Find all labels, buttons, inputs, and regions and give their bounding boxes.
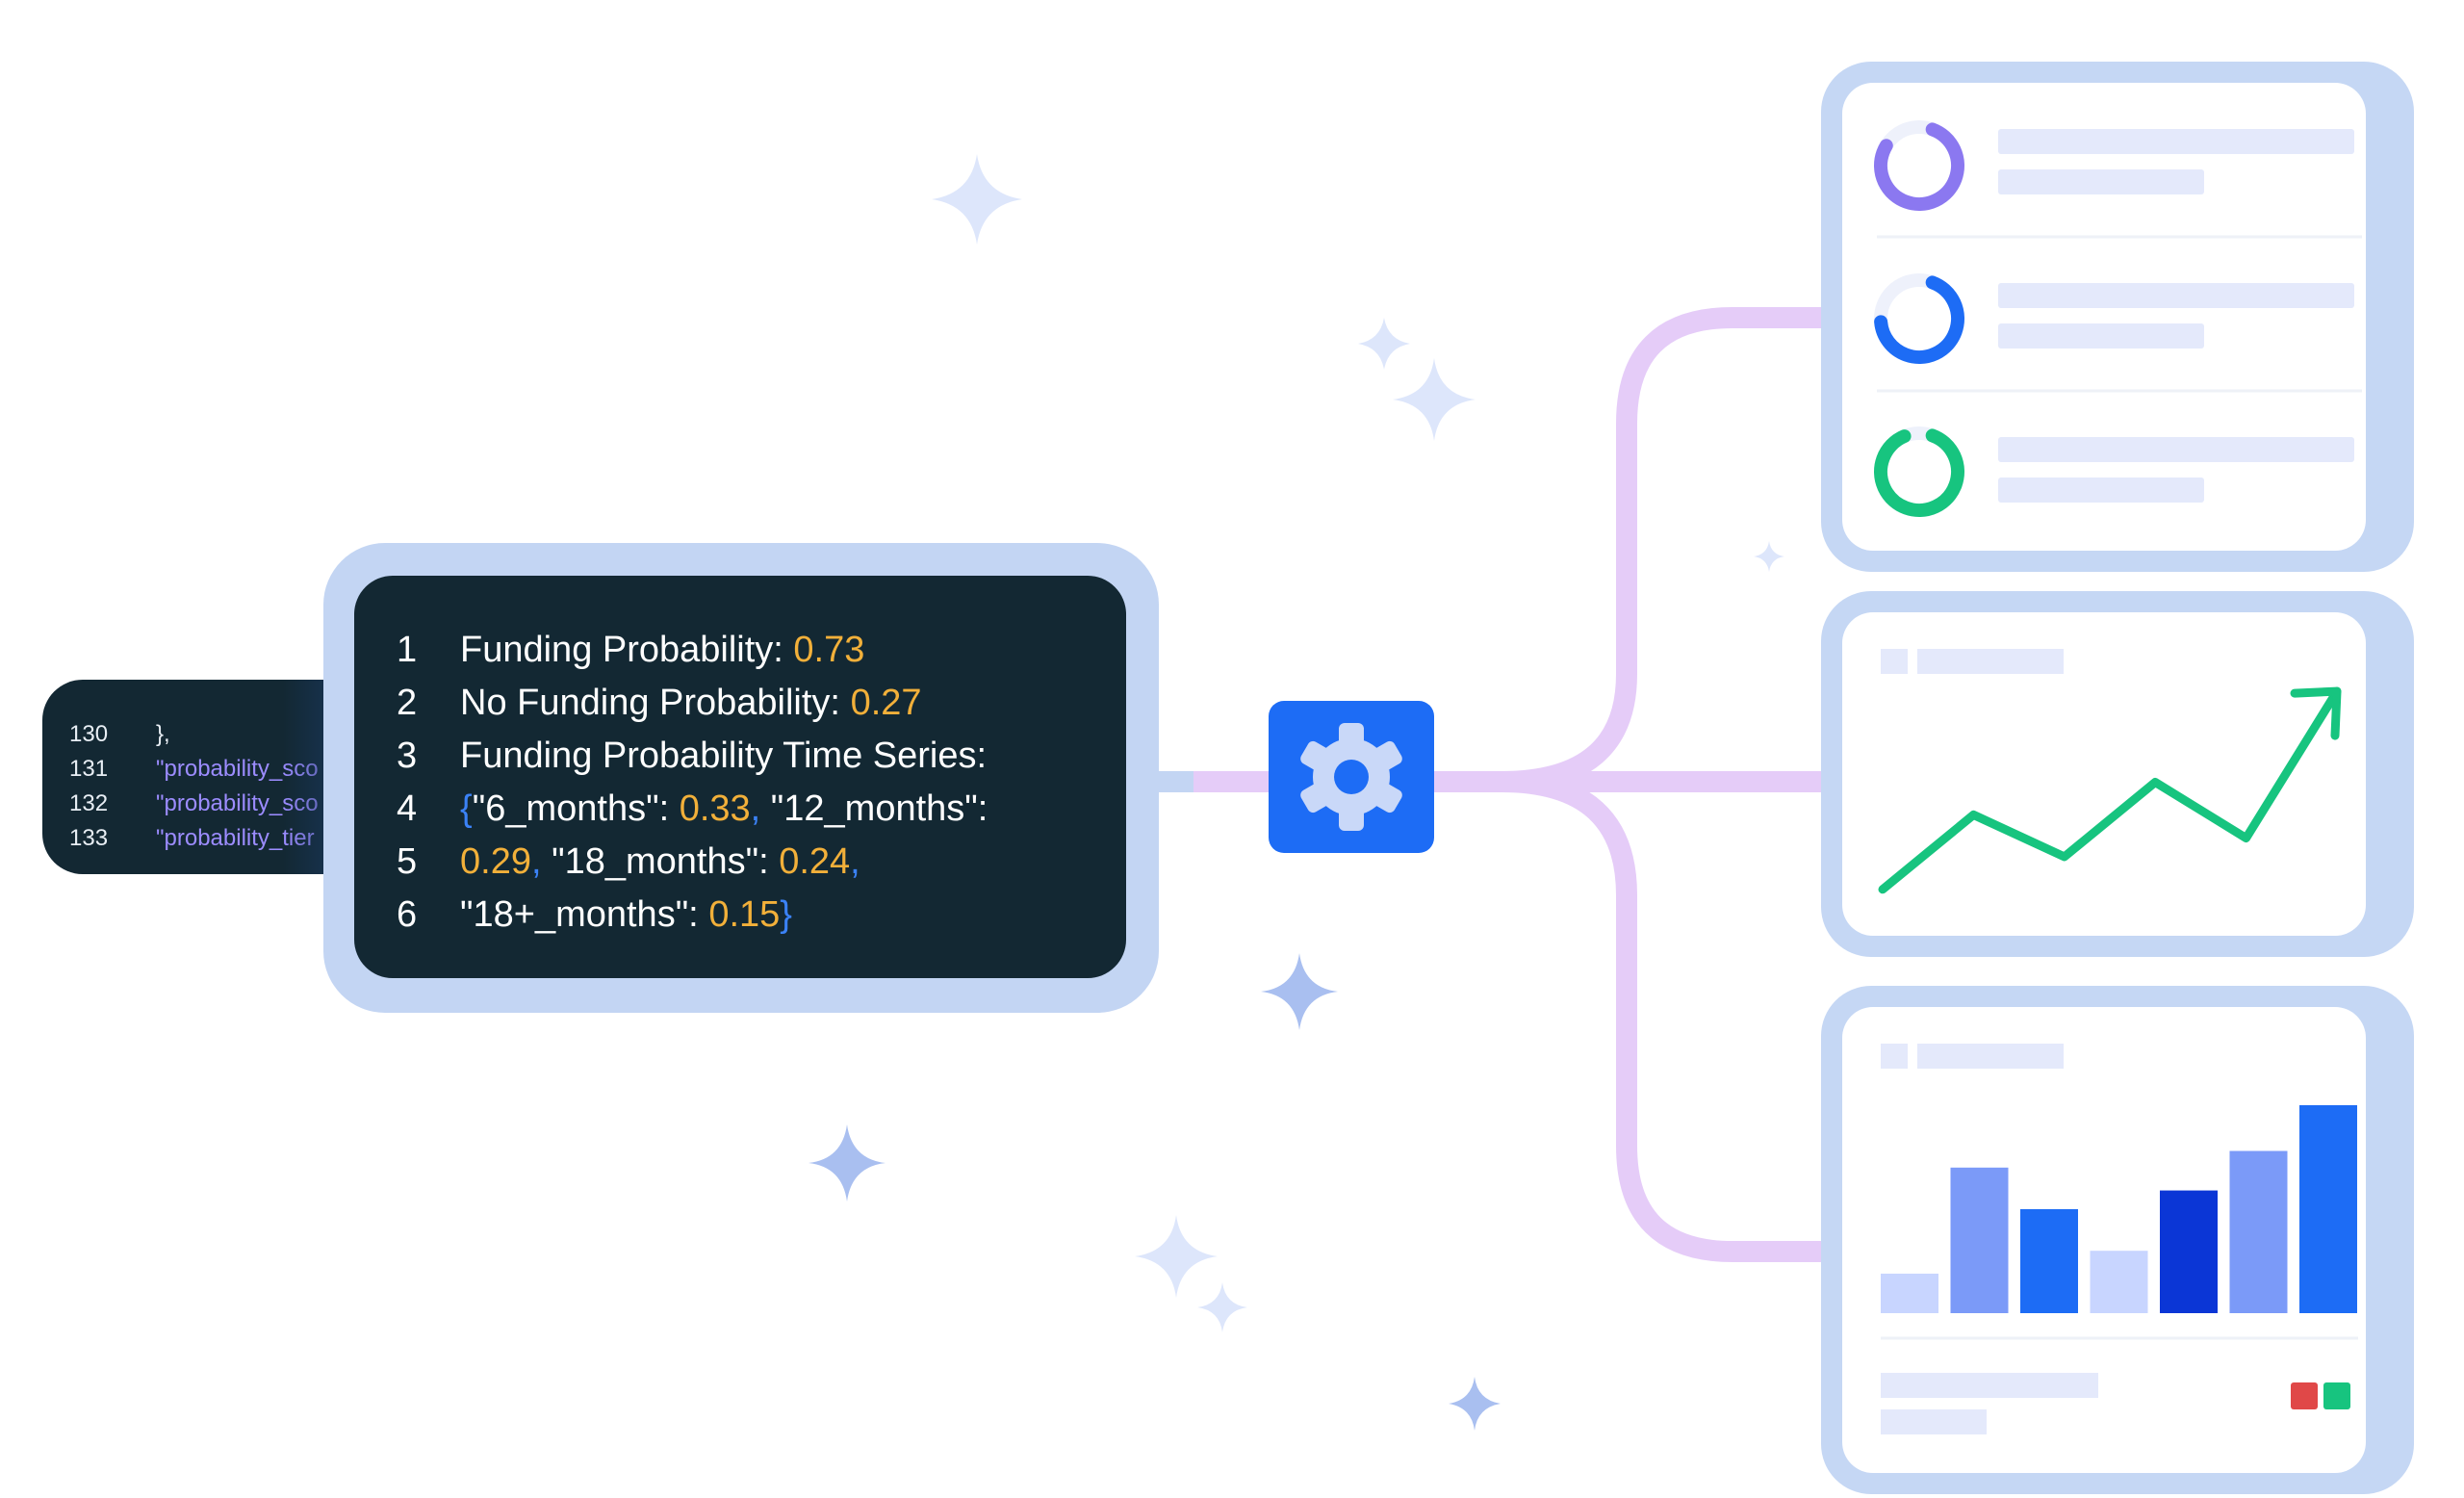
placeholder-bar xyxy=(1998,478,2204,503)
code-value: 0.15 xyxy=(708,894,781,935)
legend-swatch xyxy=(2323,1382,2350,1409)
bar xyxy=(2160,1190,2218,1313)
bar xyxy=(2090,1251,2148,1313)
code-text: }, xyxy=(156,721,170,747)
code-line-5: 5 0.29, "18_months": 0.24, xyxy=(397,836,860,889)
code-value: 0.73 xyxy=(793,630,865,670)
sparkle-icon xyxy=(1261,953,1338,1030)
code-value: 0.24 xyxy=(779,841,851,882)
code-value: 0.33 xyxy=(679,788,751,829)
line-chart xyxy=(1878,649,2342,894)
line-number: 3 xyxy=(397,736,418,776)
code-brace: { xyxy=(460,788,473,829)
line-number: 131 xyxy=(69,756,109,782)
code-comma: , xyxy=(530,841,542,882)
line-number: 6 xyxy=(397,894,418,935)
bar xyxy=(1881,1273,1938,1313)
connector-to-bars xyxy=(1491,771,1868,1262)
sparkle-icon xyxy=(1135,1215,1218,1298)
sparkle-icon xyxy=(932,154,1022,245)
code-key: "6_months": xyxy=(472,788,680,829)
sparkle-icon xyxy=(1358,318,1410,370)
placeholder-bar xyxy=(1917,649,2064,674)
code-line-2: 2 No Funding Probability: 0.27 xyxy=(397,677,922,730)
line-number: 133 xyxy=(69,825,109,851)
code-line-6: 6 "18+_months": 0.15} xyxy=(397,889,792,942)
code-brace: } xyxy=(780,894,792,935)
sparkle-icon xyxy=(1754,541,1784,572)
panel-line-chart xyxy=(1842,612,2366,936)
code-comma: , xyxy=(750,788,761,829)
arrow-up-icon xyxy=(2290,686,2342,740)
code-label: Funding Probability Time Series: xyxy=(460,736,988,776)
placeholder-bar xyxy=(1881,1044,1908,1069)
placeholder-bar xyxy=(1998,323,2204,349)
panel-donuts xyxy=(1842,83,2366,551)
mini-code-card: 130}, 131"probability_sco 132"probabilit… xyxy=(42,680,370,874)
bar xyxy=(2229,1150,2288,1313)
code-label: No Funding Probability: xyxy=(460,683,851,723)
donut-arc xyxy=(1874,426,1964,517)
mini-code-line: 131"probability_sco xyxy=(69,752,319,787)
mini-code-line: 132"probability_sco xyxy=(69,787,319,821)
line-number: 130 xyxy=(69,721,109,747)
connector-lines xyxy=(1148,307,1868,1262)
donut-arc xyxy=(1874,273,1964,364)
bar xyxy=(2299,1105,2357,1313)
code-value: 0.29 xyxy=(460,841,531,882)
code-line-3: 3 Funding Probability Time Series: xyxy=(397,730,987,783)
sparkle-group xyxy=(932,154,1784,1332)
bar xyxy=(1950,1167,2009,1313)
placeholder-bar xyxy=(1881,649,1908,674)
bar-chart xyxy=(1881,1044,2358,1434)
gear-icon xyxy=(1300,723,1402,831)
connector-to-donuts xyxy=(1491,307,1868,792)
code-comma: , xyxy=(850,841,860,882)
trend-line xyxy=(1878,686,2342,894)
sparkle-icon xyxy=(1449,1377,1501,1431)
mini-code-line: 133"probability_tier xyxy=(69,821,315,856)
line-number: 4 xyxy=(397,788,418,829)
placeholder-bar xyxy=(1998,129,2354,154)
processor-gear-button xyxy=(1269,701,1434,853)
placeholder-bar xyxy=(1998,169,2204,194)
code-card xyxy=(354,576,1126,978)
code-label: Funding Probability: xyxy=(460,630,794,670)
donut-arc xyxy=(1874,120,1964,211)
placeholder-bar xyxy=(1998,283,2354,308)
code-key: "12_months": xyxy=(760,788,988,829)
sparkle-icon xyxy=(808,1124,886,1201)
legend-swatch xyxy=(2291,1382,2318,1409)
mini-code-line: 130}, xyxy=(69,717,170,752)
code-key: "18+_months": xyxy=(460,894,709,935)
line-number: 5 xyxy=(397,841,418,882)
bar xyxy=(2020,1209,2078,1313)
placeholder-bar xyxy=(1998,437,2354,462)
code-line-1: 1 Funding Probability: 0.73 xyxy=(397,624,864,677)
code-line-4: 4 {"6_months": 0.33, "12_months": xyxy=(397,783,988,836)
placeholder-bar xyxy=(1881,1373,2098,1398)
code-value: 0.27 xyxy=(850,683,922,723)
sparkle-icon xyxy=(1197,1282,1247,1332)
line-number: 132 xyxy=(69,790,109,816)
sparkle-group-strong xyxy=(808,953,1501,1431)
placeholder-bar xyxy=(1881,1409,1987,1434)
placeholder-bar xyxy=(1917,1044,2064,1069)
panel-bar-chart xyxy=(1842,1007,2366,1473)
donut-list xyxy=(1874,120,2362,517)
line-number: 1 xyxy=(397,630,418,670)
line-number: 2 xyxy=(397,683,418,723)
code-key: "18_months": xyxy=(541,841,780,882)
sparkle-icon xyxy=(1393,358,1476,441)
